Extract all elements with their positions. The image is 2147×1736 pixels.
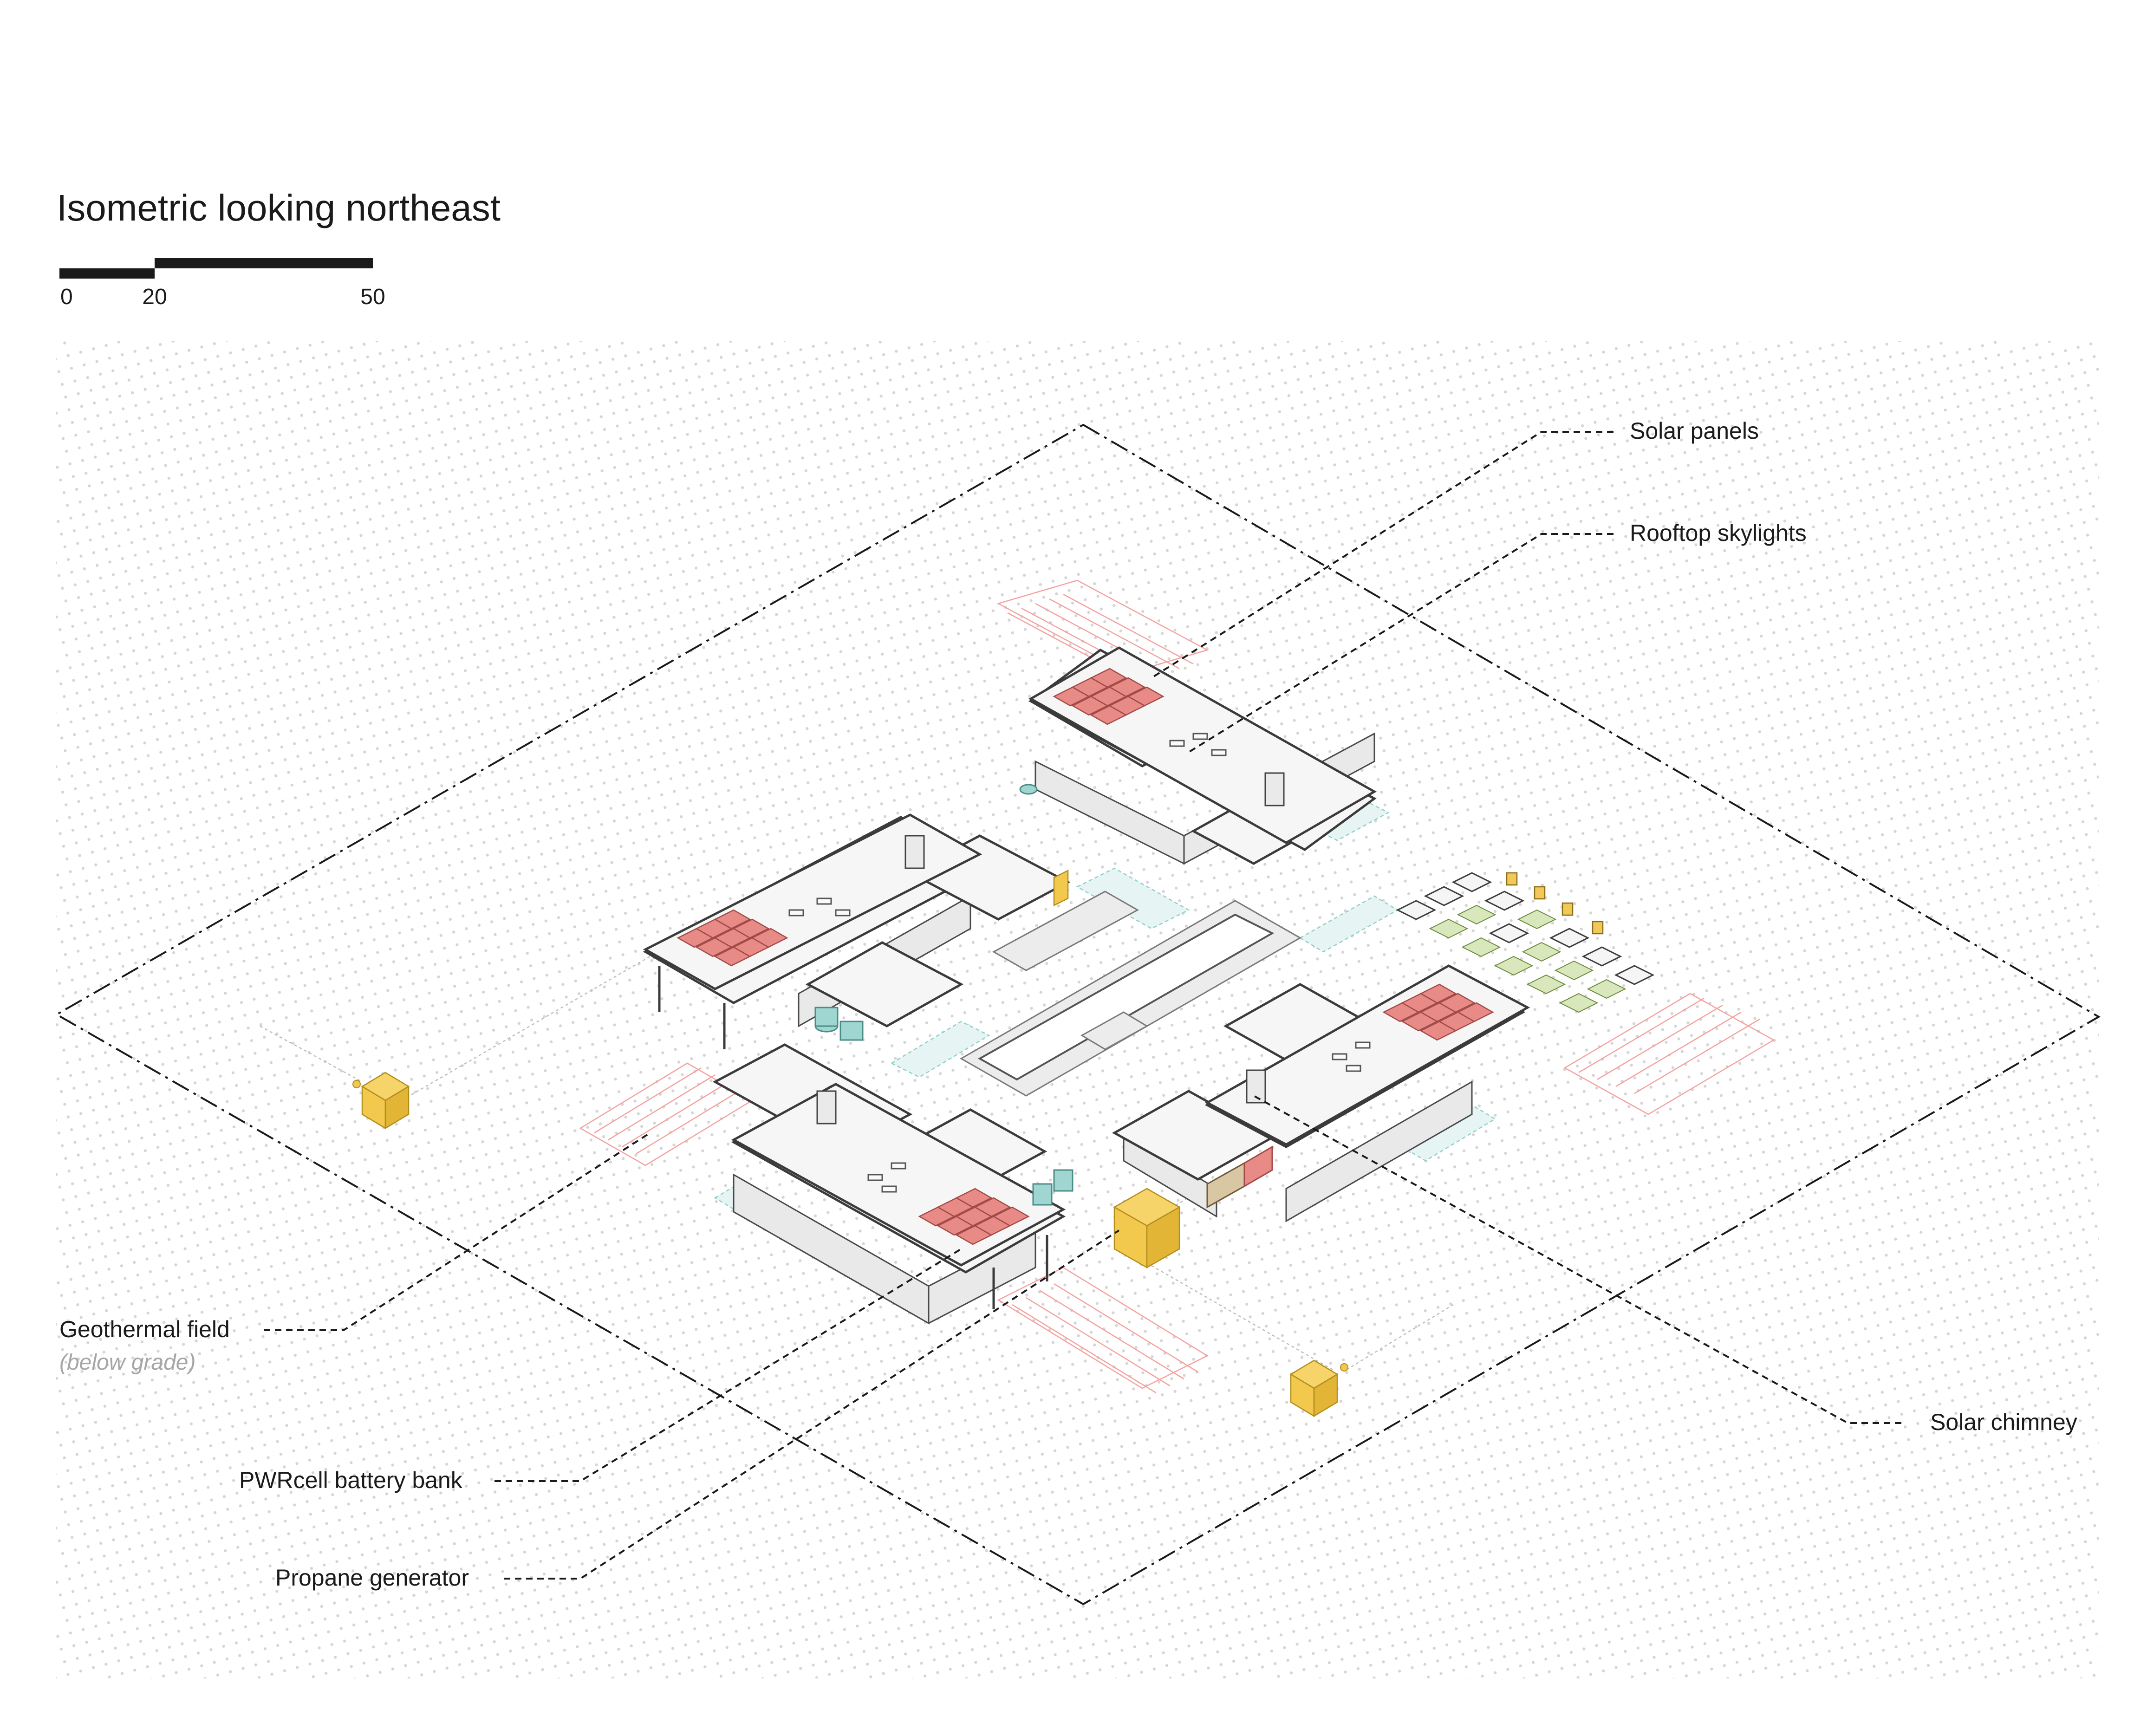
roof-lower xyxy=(805,941,964,1027)
scale-tick-0: 0 xyxy=(60,285,73,309)
rain-barrels xyxy=(1506,872,1604,935)
pool xyxy=(977,913,1275,1081)
skylight xyxy=(881,1185,897,1193)
planter-row xyxy=(1396,872,1655,1013)
geothermal-field-west xyxy=(579,1062,754,1166)
skylight xyxy=(835,909,851,917)
solar-panel-array xyxy=(1382,983,1494,1041)
skylight xyxy=(1169,740,1185,747)
battery-unit xyxy=(1053,869,1069,907)
leader-lines xyxy=(264,431,1901,1580)
site-boundary xyxy=(54,423,2101,1606)
solar-chimney xyxy=(816,1090,837,1125)
diagram-title: Isometric looking northeast xyxy=(57,187,501,228)
leader-pwrcell-battery-bank xyxy=(494,1248,962,1482)
building-east xyxy=(1112,964,1530,1222)
building-west xyxy=(643,813,1071,1049)
leader-geothermal-field xyxy=(264,1132,651,1331)
skylight xyxy=(1211,749,1227,756)
electrical-wiring xyxy=(260,956,1454,1371)
central-courtyard xyxy=(959,891,1302,1097)
rain-barrel xyxy=(1561,902,1574,916)
geothermal-field-east xyxy=(1563,993,1775,1115)
scale-bar-segment-20-50 xyxy=(155,258,373,268)
skylight xyxy=(788,909,804,917)
wall xyxy=(1285,1080,1473,1222)
rain-barrel xyxy=(1534,886,1546,900)
diagram-labels: Solar panels Rooftop skylights Geotherma… xyxy=(59,418,2077,1591)
propane-generator-west xyxy=(352,1072,410,1130)
solar-chimney xyxy=(904,835,925,869)
solar-panel-array xyxy=(677,909,788,967)
water-tank xyxy=(839,1021,864,1041)
label-geothermal-field: Geothermal field xyxy=(59,1316,230,1342)
skylight xyxy=(1192,733,1208,740)
solar-panel-array xyxy=(918,1188,1030,1245)
service-pad xyxy=(890,1021,990,1078)
leader-propane-generator xyxy=(504,1229,1120,1580)
pwrcell-battery-bank xyxy=(1113,1188,1181,1269)
water-tank xyxy=(1032,1183,1053,1206)
label-geothermal-field-note: (below grade) xyxy=(59,1350,195,1375)
propane-generator-south xyxy=(1289,1359,1348,1417)
service-pad xyxy=(1317,802,1390,841)
water-tank xyxy=(1053,1169,1074,1192)
scale-tick-20: 20 xyxy=(142,285,167,309)
label-solar-chimney: Solar chimney xyxy=(1930,1409,2077,1435)
leader-solar-chimney xyxy=(1253,1095,1901,1424)
leader-solar-panels xyxy=(1151,431,1614,679)
scale-bar-segment-0-20 xyxy=(59,268,155,279)
solar-panel-array xyxy=(1053,668,1165,725)
scale-bar: 0 20 50 xyxy=(59,258,385,309)
leader-rooftop-skylights xyxy=(1188,533,1614,753)
skylight xyxy=(891,1162,906,1170)
geothermal-field-north xyxy=(996,579,1209,683)
skylight xyxy=(867,1174,883,1181)
fountain xyxy=(1080,1011,1148,1050)
geothermal-fields xyxy=(579,579,1775,1394)
water-tank xyxy=(1019,784,1038,795)
skylight xyxy=(1346,1065,1361,1072)
label-solar-panels: Solar panels xyxy=(1630,418,1759,444)
rain-barrel xyxy=(1506,872,1518,886)
geothermal-field-south xyxy=(997,1267,1209,1394)
solar-chimney xyxy=(1264,772,1285,806)
scale-tick-50: 50 xyxy=(360,285,385,309)
rain-barrel xyxy=(1592,921,1604,935)
storage-crate xyxy=(1243,1145,1273,1188)
skylight xyxy=(1332,1053,1347,1060)
building-north xyxy=(1019,646,1377,865)
courtyard-patio xyxy=(992,891,1139,971)
skylight xyxy=(1355,1041,1371,1049)
label-pwrcell-battery-bank: PWRcell battery bank xyxy=(239,1467,463,1493)
garden-planters xyxy=(1396,872,1655,1013)
label-rooftop-skylights: Rooftop skylights xyxy=(1630,520,1807,546)
skylight xyxy=(816,897,832,905)
water-tank xyxy=(814,1007,839,1027)
label-propane-generator: Propane generator xyxy=(275,1565,469,1591)
building-southwest xyxy=(712,1043,1074,1325)
